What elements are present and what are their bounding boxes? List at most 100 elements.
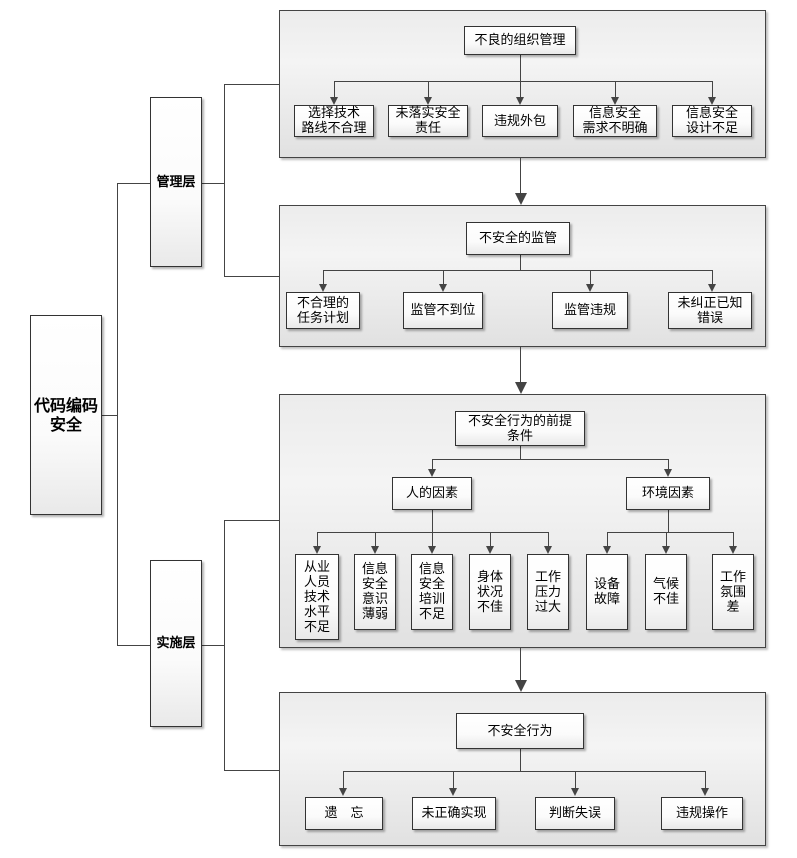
connector xyxy=(705,771,706,788)
arrow-icon xyxy=(515,680,527,692)
arrow-icon xyxy=(515,193,527,205)
connector xyxy=(428,81,429,97)
connector xyxy=(117,183,150,184)
arrow-icon xyxy=(708,97,716,105)
connector xyxy=(432,459,668,460)
connector xyxy=(668,510,669,532)
arrow-icon xyxy=(603,546,611,554)
connector xyxy=(490,532,491,546)
node-human-1: 信息 安全 意识 薄弱 xyxy=(354,554,396,630)
connector xyxy=(520,446,521,459)
connector xyxy=(375,532,376,546)
arrow-icon xyxy=(486,546,494,554)
connector xyxy=(615,81,616,97)
connector xyxy=(712,81,713,97)
arrow-icon xyxy=(515,382,527,394)
connector xyxy=(590,270,591,284)
group-title-organization: 不良的组织管理 xyxy=(464,26,576,55)
connector xyxy=(224,84,279,85)
node-human-2: 信息 安全 培训 不足 xyxy=(411,554,453,630)
connector xyxy=(575,771,576,788)
connector xyxy=(202,183,224,184)
connector xyxy=(323,270,712,271)
node-sup-2: 监管违规 xyxy=(552,292,628,329)
connector xyxy=(432,532,433,546)
arrow-icon xyxy=(428,546,436,554)
connector xyxy=(666,532,667,546)
connector xyxy=(334,81,712,82)
arrow-icon xyxy=(571,788,579,796)
connector xyxy=(334,81,335,97)
node-org-4: 信息安全 设计不足 xyxy=(672,105,752,137)
connector xyxy=(453,771,454,788)
node-human-3: 身体 状况 不佳 xyxy=(469,554,511,630)
connector xyxy=(224,276,279,277)
connector xyxy=(323,270,324,284)
connector xyxy=(520,749,521,771)
group-title-preconditions: 不安全行为的前提 条件 xyxy=(455,411,585,446)
connector xyxy=(317,532,318,546)
arrow-icon xyxy=(424,97,432,105)
node-env-2: 工作 氛围 差 xyxy=(712,554,754,630)
connector xyxy=(343,771,705,772)
connector xyxy=(520,347,521,383)
connector xyxy=(733,532,734,546)
connector xyxy=(548,532,549,546)
connector xyxy=(520,648,521,681)
arrow-icon xyxy=(449,788,457,796)
connector xyxy=(607,532,733,533)
node-act-2: 判断失误 xyxy=(535,797,615,830)
node-env-0: 设备 故障 xyxy=(586,554,628,630)
connector xyxy=(117,183,118,645)
arrow-icon xyxy=(729,546,737,554)
node-sup-0: 不合理的 任务计划 xyxy=(286,292,360,329)
arrow-icon xyxy=(611,97,619,105)
arrow-icon xyxy=(516,97,524,105)
group-title-supervision: 不安全的监管 xyxy=(466,222,570,255)
subgroup-title-human: 人的因素 xyxy=(392,477,472,510)
node-org-3: 信息安全 需求不明确 xyxy=(573,105,657,137)
connector xyxy=(520,255,521,270)
arrow-icon xyxy=(339,788,347,796)
subgroup-title-environment: 环境因素 xyxy=(626,477,710,510)
node-sup-1: 监管不到位 xyxy=(403,292,483,329)
arrow-icon xyxy=(439,284,447,292)
node-human-4: 工作 压力 过大 xyxy=(527,554,569,630)
arrow-icon xyxy=(371,546,379,554)
arrow-icon xyxy=(664,469,672,477)
arrow-icon xyxy=(544,546,552,554)
connector xyxy=(343,771,344,788)
connector xyxy=(520,81,521,97)
connector xyxy=(224,84,225,276)
connector xyxy=(224,520,279,521)
arrow-icon xyxy=(701,788,709,796)
node-env-1: 气候 不佳 xyxy=(645,554,687,630)
connector xyxy=(432,510,433,532)
arrow-icon xyxy=(662,546,670,554)
root-node: 代码编码 安全 xyxy=(30,315,102,515)
layer-implementation: 实施层 xyxy=(150,560,202,727)
connector xyxy=(668,459,669,469)
node-org-1: 未落实安全 责任 xyxy=(388,105,468,137)
connector xyxy=(443,270,444,284)
layer-management: 管理层 xyxy=(150,97,202,267)
connector xyxy=(712,270,713,284)
connector xyxy=(202,645,224,646)
node-org-2: 违规外包 xyxy=(482,105,558,137)
arrow-icon xyxy=(708,284,716,292)
group-title-unsafe-acts: 不安全行为 xyxy=(456,713,584,749)
connector xyxy=(520,158,521,194)
arrow-icon xyxy=(313,546,321,554)
node-human-0: 从业 人员 技术 水平 不足 xyxy=(295,554,339,640)
arrow-icon xyxy=(319,284,327,292)
connector xyxy=(432,459,433,469)
node-sup-3: 未纠正已知 错误 xyxy=(668,292,752,329)
node-act-0: 遗 忘 xyxy=(305,797,383,830)
node-act-1: 未正确实现 xyxy=(412,797,496,830)
connector xyxy=(607,532,608,546)
node-org-0: 选择技术 路线不合理 xyxy=(294,105,374,137)
connector xyxy=(117,645,150,646)
arrow-icon xyxy=(428,469,436,477)
connector xyxy=(520,55,521,81)
